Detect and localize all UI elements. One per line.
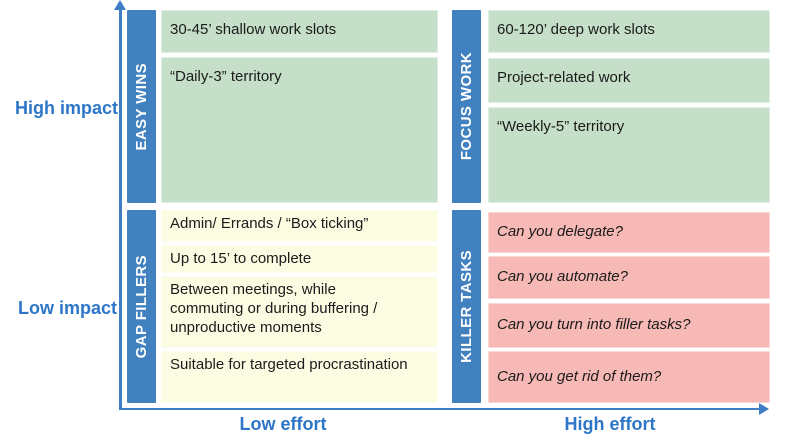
focus-work-cell: 60-120’ deep work slots (488, 10, 770, 53)
arrow-up-icon (114, 0, 126, 10)
y-axis-line (119, 7, 122, 409)
easy-wins-cell: 30-45’ shallow work slots (161, 10, 438, 53)
quadrant-bar-killer-tasks: KILLER TASKS (452, 210, 481, 403)
killer-tasks-cell: Can you turn into filler tasks? (488, 303, 770, 348)
gap-fillers-cell: Admin/ Errands / “Box ticking” (161, 210, 438, 242)
gap-fillers-cell: Suitable for targeted procrastination (161, 351, 438, 403)
killer-tasks-cell: Can you get rid of them? (488, 351, 770, 403)
quadrant-label-gap-fillers: GAP FILLERS (133, 254, 150, 359)
quadrant-label-easy-wins: EASY WINS (133, 62, 150, 151)
gap-fillers-cell: Between meetings, while commuting or dur… (161, 276, 438, 348)
arrow-right-icon (759, 402, 769, 415)
quadrant-label-focus-work: FOCUS WORK (458, 52, 475, 161)
easy-wins-cell: “Daily-3” territory (161, 57, 438, 203)
y-axis-label-high-impact: High impact (15, 98, 119, 118)
killer-tasks-cell: Can you automate? (488, 256, 770, 299)
quadrant-bar-focus-work: FOCUS WORK (452, 10, 481, 203)
focus-work-cell: “Weekly-5” territory (488, 107, 770, 203)
x-axis-label-high-effort: High effort (564, 414, 656, 434)
focus-work-cell: Project-related work (488, 58, 770, 103)
quadrant-bar-easy-wins: EASY WINS (127, 10, 156, 203)
quadrant-bar-gap-fillers: GAP FILLERS (127, 210, 156, 403)
quadrant-label-killer-tasks: KILLER TASKS (458, 250, 475, 363)
killer-tasks-cell: Can you delegate? (488, 212, 770, 253)
y-axis-label-low-impact: Low impact (18, 298, 118, 318)
gap-fillers-cell: Up to 15’ to complete (161, 245, 438, 273)
x-axis-label-low-effort: Low effort (239, 414, 327, 434)
x-axis-line (119, 407, 761, 410)
